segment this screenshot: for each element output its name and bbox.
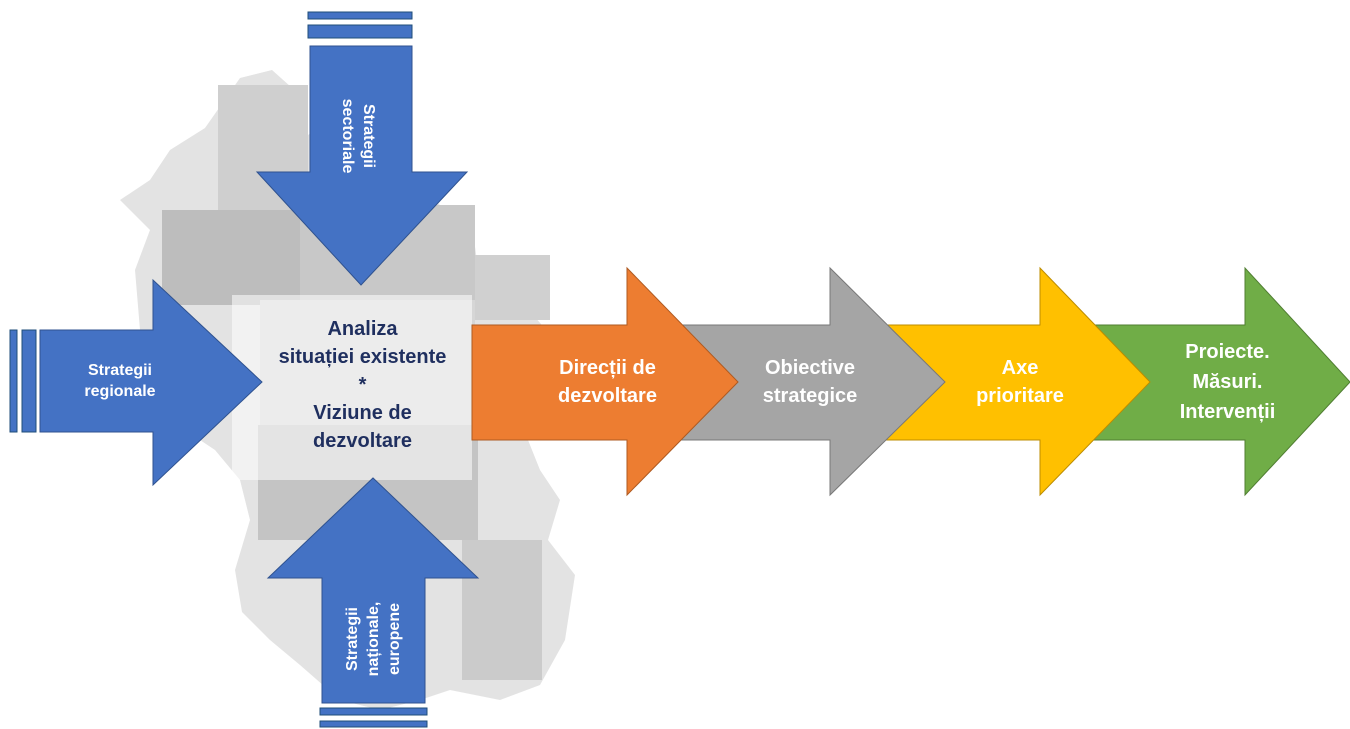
chain-label-directii-line1: Direcții de bbox=[559, 357, 656, 379]
chain-arrow-gray bbox=[669, 266, 946, 497]
arrow-bottom-label-line3: europene bbox=[385, 603, 403, 676]
center-label-line3: * bbox=[358, 374, 367, 396]
arrow-left-label-line2: regionale bbox=[84, 383, 156, 400]
top-bars bbox=[307, 11, 413, 39]
chain-label-axe-line1: Axe bbox=[1001, 357, 1039, 379]
arrow-top bbox=[255, 45, 469, 286]
arrow-bottom-label: Strategii naționale, europene bbox=[340, 549, 406, 729]
chain-label-proiecte-line3: Intervenții bbox=[1179, 401, 1276, 423]
arrow-top-label-line2: sectoriale bbox=[339, 98, 356, 174]
arrow-top-label: Strategii sectoriale bbox=[335, 56, 381, 216]
chain-label-axe-line2: prioritare bbox=[976, 385, 1064, 407]
arrow-top-label-line1: Strategii bbox=[360, 103, 377, 168]
center-text-highlight bbox=[232, 295, 472, 480]
arrow-bottom-label-line1: Strategii bbox=[343, 607, 361, 672]
center-label-line4: Viziune de bbox=[313, 402, 412, 424]
chain-arrow-orange bbox=[471, 266, 739, 497]
chain-label-axe: Axe prioritare bbox=[935, 340, 1105, 424]
center-label-line2: situației existente bbox=[278, 346, 447, 368]
photo-cathedral bbox=[462, 540, 542, 680]
chain-arrow-green bbox=[1074, 266, 1350, 497]
chain-label-proiecte-line1: Proiecte. bbox=[1185, 341, 1270, 363]
chain-arrow-yellow bbox=[879, 266, 1151, 497]
photo-ruins bbox=[475, 255, 550, 320]
bottom-bars bbox=[319, 707, 428, 728]
chain-label-obiective-line2: strategice bbox=[762, 385, 858, 407]
left-bars bbox=[9, 329, 37, 433]
arrow-bottom bbox=[266, 477, 480, 704]
chain-label-directii-line2: dezvoltare bbox=[558, 385, 657, 407]
arrow-left-label-line1: Strategii bbox=[87, 362, 152, 379]
center-label: Analiza situației existente * Viziune de… bbox=[250, 295, 475, 475]
center-label-line1: Analiza bbox=[327, 318, 398, 340]
chain-label-obiective: Obiective strategice bbox=[725, 340, 895, 424]
photo-palace bbox=[162, 210, 302, 305]
chain-label-obiective-line1: Obiective bbox=[764, 357, 856, 379]
center-label-line5: dezvoltare bbox=[313, 430, 412, 452]
county-map-background bbox=[120, 70, 575, 710]
chain-label-proiecte-line2: Măsuri. bbox=[1192, 371, 1263, 393]
arrow-left bbox=[39, 278, 263, 487]
arrow-bottom-label-line2: naționale, bbox=[364, 601, 382, 677]
arrow-left-label: Strategii regionale bbox=[55, 350, 185, 412]
chain-label-proiecte: Proiecte. Măsuri. Intervenții bbox=[1140, 325, 1315, 439]
chain-label-directii: Direcții de dezvoltare bbox=[520, 340, 695, 424]
